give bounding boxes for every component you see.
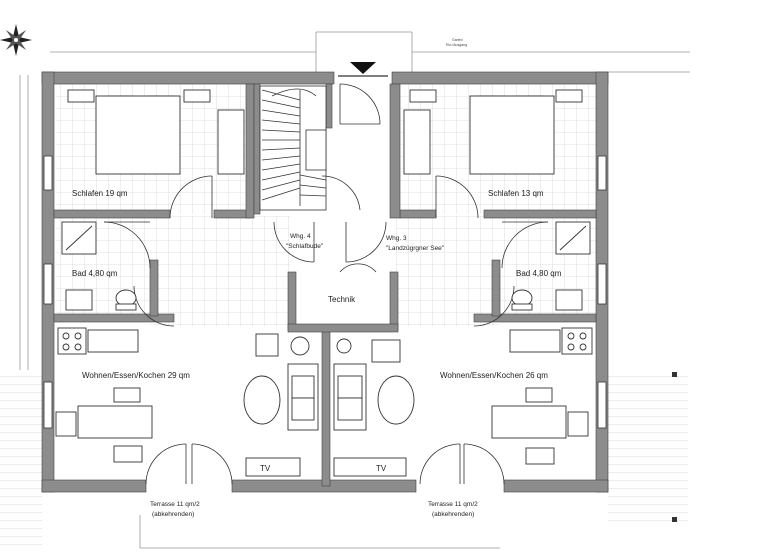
terrace-post — [672, 517, 677, 522]
unit-label-whg4-line1: Whg. 4 — [290, 233, 311, 240]
terrace-label-right-line1: Terrasse 11 qm/2 — [428, 501, 478, 508]
terrace-label-right-line2: (abkehrenden) — [432, 511, 474, 518]
terrace-post — [672, 372, 677, 377]
unit-label-whg3-line2: "Landzügrgner See" — [386, 245, 445, 252]
entrance-arrow-icon — [350, 62, 376, 74]
room-label-schlafen-right: Schlafen 13 qm — [488, 189, 544, 198]
terrace-label-left-line2: (abkehrenden) — [152, 511, 194, 518]
compass-rose-icon — [0, 24, 32, 56]
room-label-technik: Technik — [328, 295, 356, 304]
door-swings — [103, 83, 549, 485]
room-label-wohnen-left: Wohnen/Essen/Kochen 29 qm — [82, 371, 190, 380]
garden-note-line2: Ein-/Ausgang — [446, 43, 467, 47]
site-lines — [19, 31, 690, 549]
room-label-bad-left: Bad 4,80 qm — [72, 269, 118, 278]
terrace-label-left-line1: Terrasse 11 qm/2 — [150, 501, 200, 508]
room-label-bad-right: Bad 4,80 qm — [516, 269, 562, 278]
terrace-right-decking — [608, 372, 688, 522]
tv-label-left: TV — [260, 464, 271, 473]
tv-label-right: TV — [376, 464, 387, 473]
room-label-schlafen-left: Schlafen 19 qm — [72, 189, 128, 198]
unit-label-whg4-line2: "Schlafbude" — [286, 243, 324, 250]
unit-label-whg3-line1: Whg. 3 — [386, 235, 407, 242]
terrace-left-decking — [0, 372, 42, 552]
windows — [43, 155, 607, 429]
furniture — [55, 89, 593, 477]
room-label-wohnen-right: Wohnen/Essen/Kochen 26 qm — [440, 371, 548, 380]
garden-note-line1: Garten — [452, 38, 463, 42]
staircase — [259, 85, 327, 211]
